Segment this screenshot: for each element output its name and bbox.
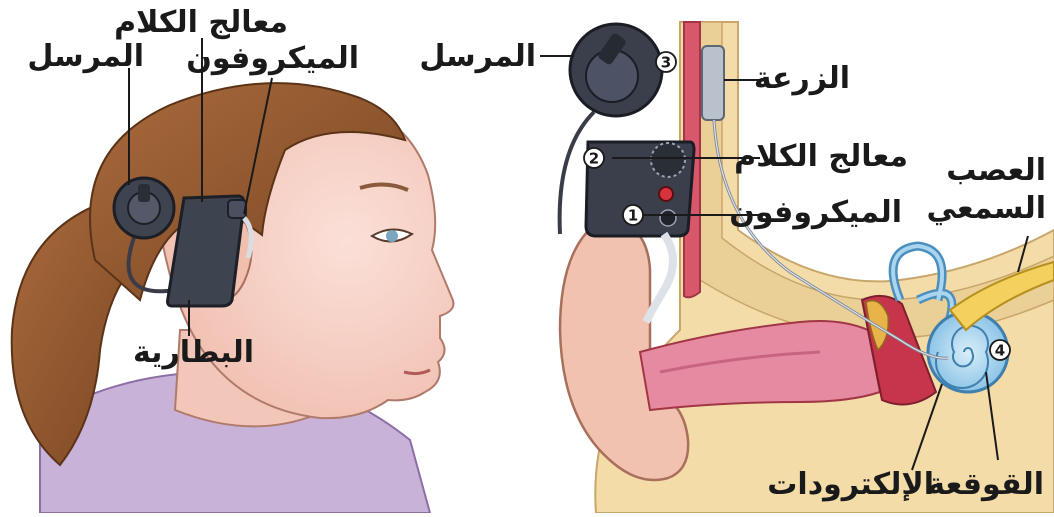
marker-4-text: 4 <box>995 342 1005 360</box>
right-label-speech-processor: معالج الكلام <box>734 140 908 174</box>
right-label-auditory-nerve-1: العصب <box>946 154 1046 188</box>
processor-mic-dot <box>660 210 676 226</box>
left-label-speech-processor: معالج الكلام <box>114 6 288 40</box>
implant-body <box>702 46 724 120</box>
processor-dial <box>651 143 685 177</box>
right-label-microphone: الميكروفون <box>729 196 902 230</box>
right-label-implant: الزرعة <box>754 62 850 96</box>
marker-2-text: 2 <box>589 150 599 168</box>
marker-1-text: 1 <box>628 207 638 225</box>
right-label-cochlea: القوقعة <box>927 468 1044 502</box>
right-label-transmitter: المرسل <box>419 40 536 74</box>
right-label-electrodes: الإلكترودات <box>767 468 934 502</box>
left-label-battery: البطارية <box>133 336 254 370</box>
left-label-transmitter: المرسل <box>27 40 144 74</box>
left-label-microphone: الميكروفون <box>186 42 359 76</box>
processor-led <box>659 187 673 201</box>
iris <box>386 230 398 242</box>
left-processor-head <box>228 200 246 218</box>
left-transmitter-knob <box>138 184 150 202</box>
marker-3-text: 3 <box>661 54 671 72</box>
right-label-auditory-nerve-2: السمعي <box>927 192 1046 226</box>
